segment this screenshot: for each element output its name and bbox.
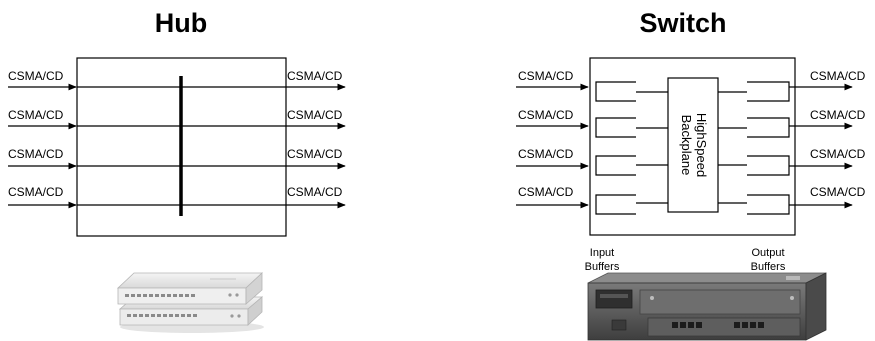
- hub-output-label: CSMA/CD: [287, 69, 343, 83]
- hub-port-row: CSMA/CD CSMA/CD: [8, 69, 346, 91]
- switch-input-label: CSMA/CD: [518, 147, 574, 161]
- output-buffer: [747, 194, 790, 215]
- input-buffer: [595, 81, 636, 102]
- input-buffer: [595, 194, 636, 215]
- input-buffers-caption-line2: Buffers: [585, 261, 620, 273]
- switch-port-row: CSMA/CD CSMA/CD: [516, 69, 866, 102]
- hub-device-image: [116, 272, 264, 333]
- hub-input-label: CSMA/CD: [8, 108, 64, 122]
- input-buffer: [595, 155, 636, 176]
- switch-output-label: CSMA/CD: [810, 147, 866, 161]
- backplane-box: [667, 77, 719, 213]
- hub-input-label: CSMA/CD: [8, 147, 64, 161]
- hub-port-row: CSMA/CD CSMA/CD: [8, 185, 346, 209]
- output-buffer: [747, 155, 790, 176]
- switch-box: [589, 57, 796, 236]
- hub-box: [76, 57, 287, 237]
- output-buffers-caption-line1: Output: [751, 247, 784, 259]
- switch-device-image: [587, 272, 827, 341]
- output-buffer: [747, 81, 790, 102]
- switch-input-label: CSMA/CD: [518, 108, 574, 122]
- output-buffers-caption-line2: Buffers: [751, 261, 786, 273]
- hub-port-row: CSMA/CD CSMA/CD: [8, 147, 346, 170]
- backplane-label: HighSpeed Backplane: [679, 113, 709, 177]
- hub-output-label: CSMA/CD: [287, 185, 343, 199]
- hub-title: Hub: [155, 8, 207, 38]
- hub-output-label: CSMA/CD: [287, 147, 343, 161]
- switch-output-label: CSMA/CD: [810, 108, 866, 122]
- hub-port-row: CSMA/CD CSMA/CD: [8, 108, 346, 130]
- hub-input-label: CSMA/CD: [8, 185, 64, 199]
- backplane-label-line2: Backplane: [679, 115, 694, 176]
- switch-port-row: CSMA/CD CSMA/CD: [516, 185, 866, 215]
- input-buffers-caption-line1: Input: [590, 247, 614, 259]
- switch-title: Switch: [639, 8, 726, 38]
- hub-input-label: CSMA/CD: [8, 69, 64, 83]
- switch-port-row: CSMA/CD CSMA/CD: [516, 108, 866, 138]
- backplane-label-line1: HighSpeed: [694, 113, 709, 177]
- input-buffer: [595, 117, 636, 138]
- hub-output-label: CSMA/CD: [287, 108, 343, 122]
- switch-output-label: CSMA/CD: [810, 185, 866, 199]
- switch-input-label: CSMA/CD: [518, 69, 574, 83]
- output-buffer: [747, 117, 790, 138]
- switch-port-row: CSMA/CD CSMA/CD: [516, 147, 866, 176]
- switch-output-label: CSMA/CD: [810, 69, 866, 83]
- switch-input-label: CSMA/CD: [518, 185, 574, 199]
